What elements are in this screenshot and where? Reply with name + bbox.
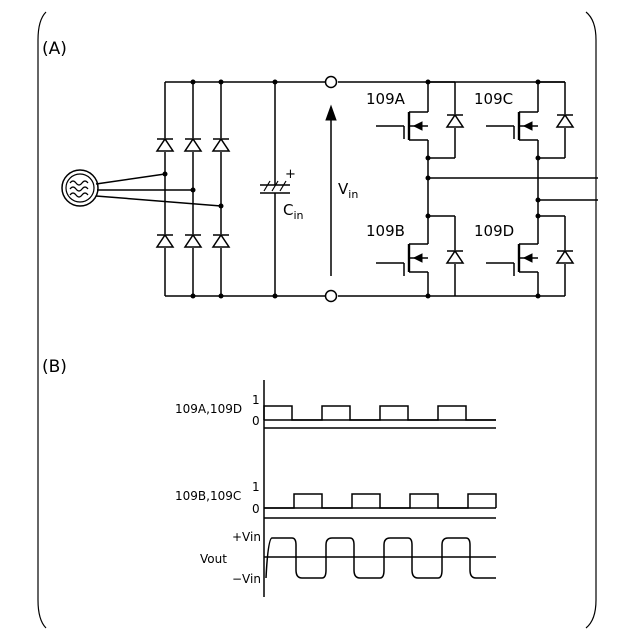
left-bracket [38,12,46,628]
mosfet-109a [376,112,428,140]
mosfet-109b [376,244,428,276]
wave1-high-label: 1 [252,393,260,407]
wave2-high-label: 1 [252,480,260,494]
capacitor-cin [260,82,290,296]
mosfet-109d [486,244,538,276]
vout-low-label: −Vin [232,572,261,586]
panel-b-label: (B) [42,357,67,377]
wave1-label: 109A,109D [175,402,242,416]
capacitor-polarity: + [285,167,296,182]
source-leads [96,172,224,209]
mosfet-109c [486,112,538,140]
capacitor-label: Cin [283,201,304,222]
wave1-pulse-train [264,406,496,420]
switch-label-109a: 109A [366,90,406,108]
dc-bus-rails [165,80,565,299]
h-bridge [426,82,599,296]
wave2-label: 109B,109C [175,489,241,503]
right-bracket [586,12,596,628]
wave1-low-label: 0 [252,414,260,428]
vout-waveform [266,538,496,578]
vout-axes [264,518,496,597]
vout-high-label: +Vin [232,530,261,544]
wave2-pulse-train [264,494,496,508]
ac-source-icon [62,170,98,206]
switch-label-109b: 109B [366,222,405,240]
vout-label: Vout [200,552,227,566]
panel-a-label: (A) [42,39,67,59]
vin-label: Vin [338,180,358,201]
bridge-rectifier [157,82,229,296]
wave1-axes [264,380,496,428]
vin-arrow [326,106,336,276]
wave2-low-label: 0 [252,502,260,516]
switch-label-109c: 109C [474,90,513,108]
switch-label-109d: 109D [474,222,514,240]
